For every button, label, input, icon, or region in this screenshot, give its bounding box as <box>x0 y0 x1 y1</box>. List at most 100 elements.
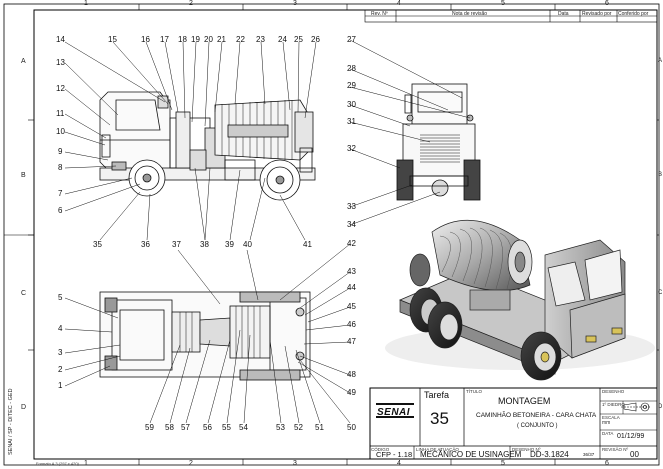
callout-23: 23 <box>256 35 265 44</box>
row-label-right-d: D <box>658 404 663 410</box>
callout-24: 24 <box>278 35 287 44</box>
row-label-c: C <box>21 290 27 297</box>
callout-46: 46 <box>347 320 356 329</box>
callout-21: 21 <box>217 35 226 44</box>
callout-9: 9 <box>58 147 63 156</box>
row-label-right-c: C <box>658 290 663 296</box>
side-margin-text: SENAI / SP - DITEC - GED <box>8 388 14 455</box>
callout-31: 31 <box>347 117 356 126</box>
callout-58: 58 <box>165 423 174 432</box>
callout-26: 26 <box>311 35 320 44</box>
callout-33: 33 <box>347 202 356 211</box>
callout-18: 18 <box>178 35 187 44</box>
callout-49: 49 <box>347 388 356 397</box>
callout-51: 51 <box>315 423 324 432</box>
callout-42: 42 <box>347 239 356 248</box>
callout-19: 19 <box>191 35 200 44</box>
callout-37: 37 <box>172 240 181 249</box>
rev-header-date: Data <box>558 11 569 17</box>
callout-28: 28 <box>347 64 356 73</box>
callout-43: 43 <box>347 267 356 276</box>
code-label: CÓDIGO <box>371 447 390 452</box>
callout-35: 35 <box>93 240 102 249</box>
units-label: mm <box>602 420 611 426</box>
callout-30: 30 <box>347 100 356 109</box>
callout-6: 6 <box>58 206 63 215</box>
callout-14: 14 <box>56 35 65 44</box>
col-label-1: 1 <box>84 0 88 7</box>
sheet-ref: 36/37 <box>583 452 595 457</box>
callout-8: 8 <box>58 163 63 172</box>
col-label-4: 4 <box>397 0 401 7</box>
callout-47: 47 <box>347 337 356 346</box>
data-label: DATA <box>602 431 614 436</box>
callout-29: 29 <box>347 81 356 90</box>
callout-40: 40 <box>243 240 252 249</box>
col-label-6: 6 <box>605 0 609 7</box>
col-label-5: 5 <box>501 0 505 7</box>
callout-2: 2 <box>58 365 63 374</box>
revision-number: 00 <box>630 450 639 459</box>
callout-38: 38 <box>200 240 209 249</box>
drawing-number-label: DESENHO Nº <box>512 447 541 452</box>
callout-55: 55 <box>222 423 231 432</box>
row-label-b: B <box>21 172 26 179</box>
callout-39: 39 <box>225 240 234 249</box>
callout-11: 11 <box>56 109 65 118</box>
revision-label: REVISÃO Nº <box>602 447 629 452</box>
projection-label: 1º DIEDRO <box>602 402 625 407</box>
col-label-bottom-5: 5 <box>501 460 505 467</box>
col-label-bottom-1: 1 <box>84 460 88 467</box>
title-small-label: TÍTULO <box>466 389 483 394</box>
callout-20: 20 <box>204 35 213 44</box>
rev-header-checked: Conferido por <box>618 11 649 17</box>
col-label-bottom-2: 2 <box>189 460 193 467</box>
callout-17: 17 <box>160 35 169 44</box>
task-number: 35 <box>430 409 449 428</box>
callout-34: 34 <box>347 220 356 229</box>
drawing-subtitle-2: ( CONJUNTO ) <box>517 423 558 429</box>
callout-52: 52 <box>294 423 303 432</box>
drawing-subtitle: CAMINHÃO BETONEIRA - CARA CHATA <box>476 412 597 419</box>
col-label-bottom-4: 4 <box>397 460 401 467</box>
callout-36: 36 <box>141 240 150 249</box>
callout-54: 54 <box>239 423 248 432</box>
row-label-d: D <box>21 404 27 411</box>
callout-59: 59 <box>145 423 154 432</box>
callout-41: 41 <box>303 240 312 249</box>
col-label-2: 2 <box>189 0 193 7</box>
callout-16: 16 <box>141 35 150 44</box>
col-label-bottom-6: 6 <box>605 460 609 467</box>
callout-57: 57 <box>181 423 190 432</box>
callout-3: 3 <box>58 348 63 357</box>
course-name: MECÂNICO DE USINAGEM <box>420 450 522 459</box>
callout-56: 56 <box>203 423 212 432</box>
callout-15: 15 <box>108 35 117 44</box>
callout-7: 7 <box>58 189 63 198</box>
callout-48: 48 <box>347 370 356 379</box>
callout-45: 45 <box>347 302 356 311</box>
callout-13: 13 <box>56 58 65 67</box>
callout-22: 22 <box>236 35 245 44</box>
course-label: LINHA DE ATUAÇÃO <box>416 447 459 452</box>
drawing-title: MONTAGEM <box>498 396 551 406</box>
row-label-a: A <box>21 58 26 65</box>
rev-header-reviewed: Revisado por <box>582 11 612 17</box>
drawing-date: 01/12/99 <box>617 433 645 440</box>
callout-12: 12 <box>56 84 65 93</box>
senai-logo: SENAI <box>377 407 411 418</box>
callout-10: 10 <box>56 127 65 136</box>
format-text: Formato A 3 (297 x 420) <box>36 461 79 466</box>
col-label-bottom-3: 3 <box>293 460 297 467</box>
callout-5: 5 <box>58 293 63 302</box>
col-label-3: 3 <box>293 0 297 7</box>
rev-header-note: Nota de revisão <box>452 11 488 17</box>
callout-44: 44 <box>347 283 356 292</box>
callout-1: 1 <box>58 381 63 390</box>
callout-50: 50 <box>347 423 356 432</box>
row-label-right-b: B <box>658 172 663 178</box>
row-label-right-a: A <box>658 58 663 64</box>
callout-32: 32 <box>347 144 356 153</box>
